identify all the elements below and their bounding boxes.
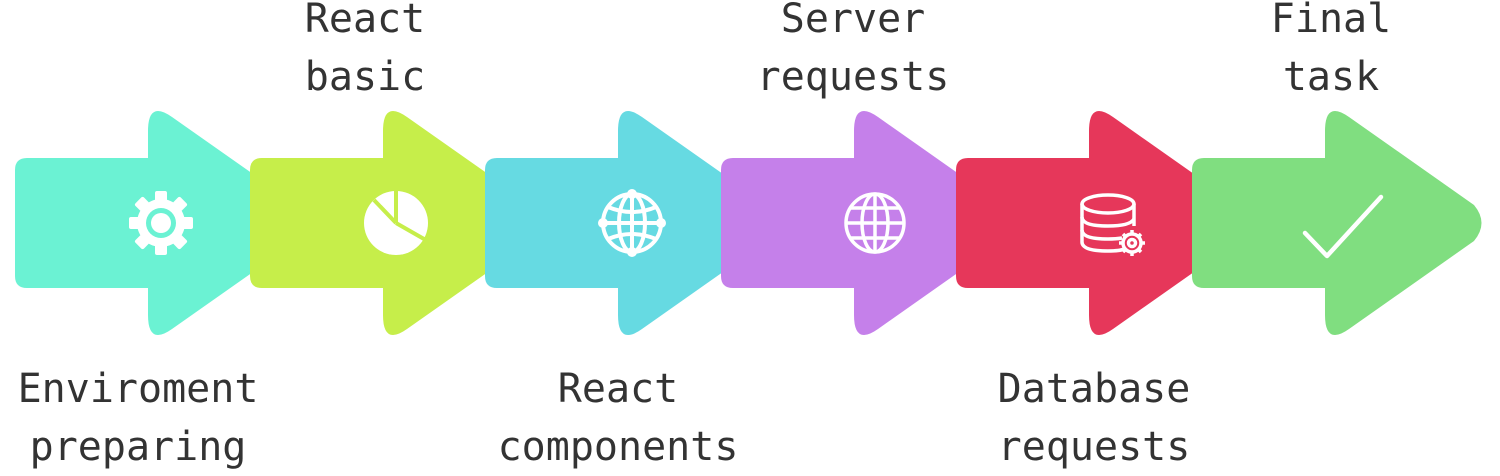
database-settings-icon <box>1080 193 1145 256</box>
step-4-label-line1: Server <box>780 0 926 42</box>
step-6-label: Final task <box>1181 0 1481 106</box>
step-1-label-line1: Enviroment <box>17 366 259 412</box>
step-3-label: React components <box>468 360 768 476</box>
arrow-6-shape <box>1192 110 1482 336</box>
step-4-label: Server requests <box>703 0 1003 106</box>
gear-icon <box>129 191 193 255</box>
arrow-5 <box>956 110 1246 336</box>
arrow-5-shape <box>956 110 1246 336</box>
pie-chart-icon <box>364 191 428 255</box>
step-3-label-line1: React <box>557 366 679 412</box>
step-2-label: React basic <box>215 0 515 106</box>
step-6-label-line2: task <box>1282 54 1380 100</box>
step-1-label: Enviroment preparing <box>0 360 288 476</box>
globe-network-icon <box>598 189 666 257</box>
checkmark-icon <box>1302 194 1384 259</box>
step-4-label-line2: requests <box>756 54 950 100</box>
step-5-label-line2: requests <box>997 424 1191 470</box>
globe-icon <box>844 192 906 254</box>
step-2-label-line2: basic <box>304 54 426 100</box>
arrow-6 <box>1192 110 1482 336</box>
step-1-label-line2: preparing <box>29 424 247 470</box>
step-5-label: Database requests <box>944 360 1244 476</box>
step-6-label-line1: Final <box>1270 0 1392 42</box>
step-2-label-line1: React <box>304 0 426 42</box>
step-5-label-line1: Database <box>997 366 1191 412</box>
step-3-label-line2: components <box>497 424 739 470</box>
